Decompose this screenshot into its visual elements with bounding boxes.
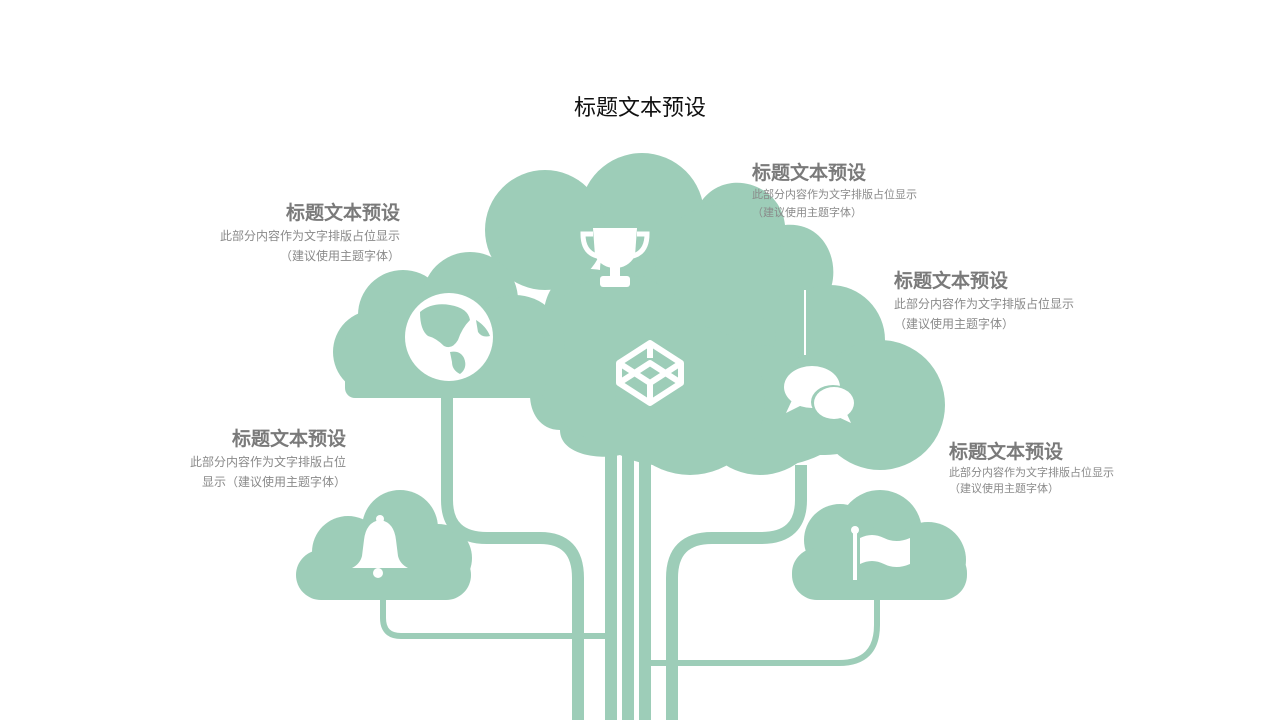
- chat-bubbles-icon: [784, 366, 855, 423]
- block-desc-line2: （建议使用主题字体）: [894, 317, 1015, 331]
- branch-bell: [380, 598, 610, 639]
- codepen-cube-icon: [616, 340, 684, 406]
- text-block-lower-left: 标题文本预设 此部分内容作为文字排版占位 显示（建议使用主题字体）: [190, 426, 346, 492]
- branch-flag: [648, 598, 880, 666]
- globe-icon: [405, 293, 493, 381]
- block-desc-line2: （建议使用主题字体）: [752, 206, 862, 219]
- text-block-lower-right: 标题文本预设 此部分内容作为文字排版占位显示 （建议使用主题字体）: [949, 439, 1114, 497]
- branch-right: [666, 465, 807, 720]
- block-desc-line1: 此部分内容作为文字排版占位显示: [949, 466, 1114, 479]
- block-desc-line2: 显示（建议使用主题字体）: [201, 475, 346, 489]
- block-desc-line1: 此部分内容作为文字排版占位显示: [219, 229, 400, 243]
- block-desc-line1: 此部分内容作为文字排版占位显示: [894, 297, 1075, 311]
- flag-icon: [851, 526, 910, 580]
- block-desc-line2: （建议使用主题字体）: [949, 482, 1059, 495]
- block-desc-line2: （建议使用主题字体）: [279, 249, 400, 263]
- block-heading: 标题文本预设: [285, 202, 400, 224]
- text-block-top-right: 标题文本预设 此部分内容作为文字排版占位显示 （建议使用主题字体）: [752, 160, 917, 222]
- block-desc-line1: 此部分内容作为文字排版占位: [189, 455, 346, 469]
- trophy-icon: [580, 228, 650, 287]
- text-block-middle-right: 标题文本预设 此部分内容作为文字排版占位显示 （建议使用主题字体）: [894, 268, 1074, 334]
- block-heading: 标题文本预设: [231, 428, 346, 450]
- branch-left: [441, 395, 584, 720]
- block-heading: 标题文本预设: [894, 270, 1009, 292]
- bell-icon: [352, 515, 408, 578]
- page-title: 标题文本预设: [573, 96, 706, 121]
- text-block-upper-left: 标题文本预设 此部分内容作为文字排版占位显示 （建议使用主题字体）: [220, 200, 400, 266]
- block-heading: 标题文本预设: [949, 441, 1064, 463]
- block-heading: 标题文本预设: [752, 162, 867, 184]
- block-desc-line1: 此部分内容作为文字排版占位显示: [752, 188, 917, 201]
